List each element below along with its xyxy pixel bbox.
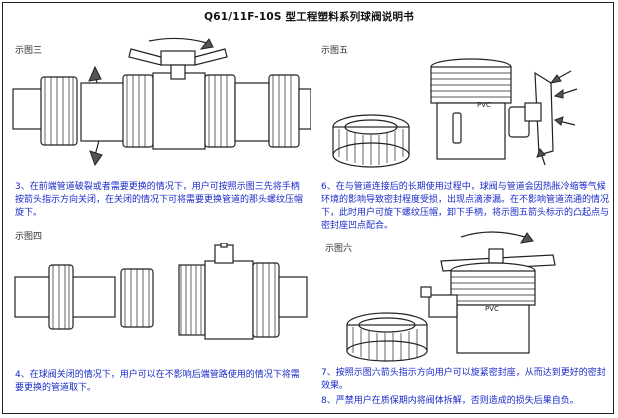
note-3-text: 在前端管道破裂或者需要更换的情况下，用户可按照示图三先将手柄按箭头指示方向关闭，… xyxy=(15,182,304,218)
note-6-text: 在与管道连接后的长期使用过程中，球阀与管道会因热胀冷缩等气候环境的影响导致密封程… xyxy=(321,182,610,231)
note-4: 4、在球阀关闭的情况下，用户可以在不影响后端管路使用的情况下将需要更换的管道取下… xyxy=(15,369,305,395)
note-8-text: 严禁用户在质保期内将阀体拆解，否则造成的损失后果自负。 xyxy=(335,396,579,406)
note-6-number: 6、 xyxy=(321,182,336,192)
note-7-text: 按照示图六箭头指示方向用户可以旋紧密封座，从而达到更好的密封效果。 xyxy=(321,368,606,391)
note-8: 8、严禁用户在质保期内将阀体拆解，否则造成的损失后果自负。 xyxy=(321,395,611,408)
note-3: 3、在前端管道破裂或者需要更换的情况下，用户可按照示图三先将手柄按箭头指示方向关… xyxy=(15,181,305,220)
fig6-label: 示图六 xyxy=(325,244,353,254)
fig6-badge: PVC xyxy=(485,305,499,313)
note-6: 6、在与管道连接后的长期使用过程中，球阀与管道会因热胀冷缩等气候环境的影响导致密… xyxy=(321,181,611,233)
page-title: Q61/11F-10S 型工程塑料系列球阀说明书 xyxy=(204,11,414,23)
fig4-valve-illustration xyxy=(14,243,308,340)
note-7-number: 7、 xyxy=(321,368,336,378)
fig3-valve-illustration xyxy=(12,37,311,167)
note-8-number: 8、 xyxy=(321,396,336,406)
note-7: 7、按照示图六箭头指示方向用户可以旋紧密封座，从而达到更好的密封效果。 xyxy=(321,367,611,393)
note-3-number: 3、 xyxy=(15,182,30,192)
note-4-text: 在球阀关闭的情况下，用户可以在不影响后端管路使用的情况下将需要更换的管道取下。 xyxy=(15,370,300,393)
note-4-number: 4、 xyxy=(15,370,30,380)
fig5-badge: PVC xyxy=(477,101,491,109)
fig5-label: 示图五 xyxy=(321,46,349,56)
fig3-label: 示图三 xyxy=(15,46,43,56)
fig4-label: 示图四 xyxy=(15,232,43,242)
fig5-valve-illustration xyxy=(332,58,578,168)
instruction-sheet: Q61/11F-10S 型工程塑料系列球阀说明书 示图三 xyxy=(2,2,614,414)
fig6-valve-illustration xyxy=(346,231,556,362)
